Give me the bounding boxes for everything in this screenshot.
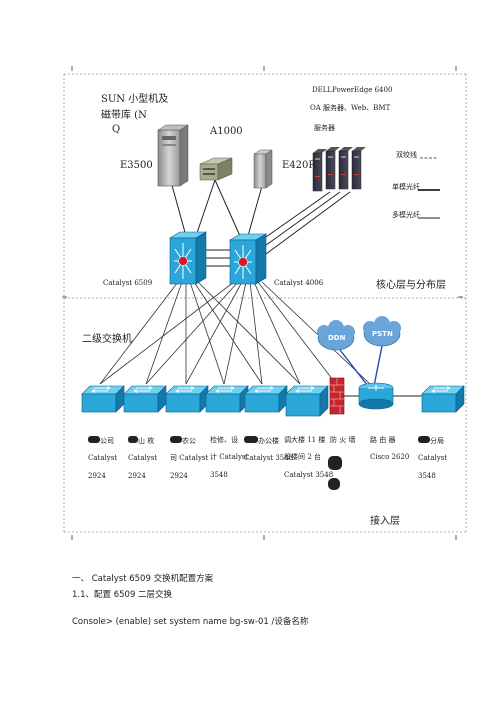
server-links [169, 177, 351, 255]
catalyst-4006-switch [228, 233, 268, 285]
switch-label-6: 调大楼 11 楼 段楼间 2 台 Catalyst 3548 [284, 436, 334, 479]
pstn-cloud [363, 316, 401, 347]
firewall [329, 377, 345, 415]
diagram-canvas [62, 66, 467, 540]
ddn-cloud [317, 320, 355, 351]
catalyst-4006-label: Catalyst 4006 [274, 279, 324, 287]
switch-label-2: 山 枚 Catalyst 2924 [128, 436, 158, 480]
config-command: Console> (enable) set system name bg-sw-… [72, 617, 309, 627]
catalyst-6509-switch [168, 231, 208, 285]
core-layer-label: 核心层与分布层 [376, 280, 446, 291]
access-switch-6 [285, 385, 329, 417]
network-topology-diagram [62, 66, 467, 540]
legend-single-label: 单模光纤 [392, 183, 420, 191]
e420r-label: E420R [282, 160, 316, 171]
a1000-storage [199, 157, 233, 181]
pstn-label: PSTN [372, 330, 393, 338]
dell-label-line3: 服务器 [314, 124, 335, 132]
router-label: 路 由 器 Cisco 2620 [370, 436, 410, 462]
section-subheading: 1.1、配置 6509 二层交换 [72, 590, 173, 600]
legend-multi-label: 多模光纤 [392, 211, 420, 219]
a1000-label: A1000 [210, 126, 243, 137]
access-layer-label: 接入层 [370, 516, 400, 527]
access-links [99, 281, 371, 385]
legend-double-label: 双绞线 [396, 151, 417, 159]
e3500-label: E3500 [120, 160, 153, 171]
sun-label-line1: SUN 小型机及 [101, 94, 169, 105]
redacted-mark-1 [328, 456, 342, 470]
access-switch-5 [244, 385, 288, 413]
catalyst-6509-label: Catalyst 6509 [103, 279, 153, 287]
legend-lines [418, 157, 440, 219]
core-interlinks [203, 249, 232, 267]
second-level-label: 二级交换机 [82, 334, 132, 345]
router-cisco-2620 [358, 382, 394, 410]
e420r-server [253, 149, 273, 189]
access-switch-1 [81, 385, 125, 413]
firewall-label: 防 火 墙 [330, 436, 356, 444]
switch-label-1: 公司 Catalyst 2924 [88, 436, 118, 480]
access-switch-7 [421, 385, 465, 413]
access-switch-4 [205, 385, 249, 413]
switch-label-4: 检修、设 计 Catalyst 3548 [210, 436, 249, 479]
redacted-mark-2 [328, 478, 340, 490]
dell-servers [312, 147, 366, 192]
dell-label-line1: DELLPowerEdge 6400 [312, 86, 393, 94]
e3500-server [157, 124, 189, 187]
switch-label-5: 办公楼 Catalyst 3548 [244, 436, 294, 463]
access-switch-2 [123, 385, 167, 413]
switch-label-8: 分局 Catalyst 3548 [418, 436, 448, 480]
sun-label-line3: Q [112, 124, 121, 135]
sun-label-line2: 磁带库 (N [101, 110, 147, 121]
switch-label-3: 农公 司 Catalyst 2924 [170, 436, 209, 480]
wan-links [339, 345, 383, 387]
dell-label-line2: OA 服务器、Web、BMT [310, 104, 391, 112]
section-heading: 一、 Catalyst 6509 交换机配置方案 [72, 574, 214, 584]
ddn-label: DDN [328, 334, 346, 342]
